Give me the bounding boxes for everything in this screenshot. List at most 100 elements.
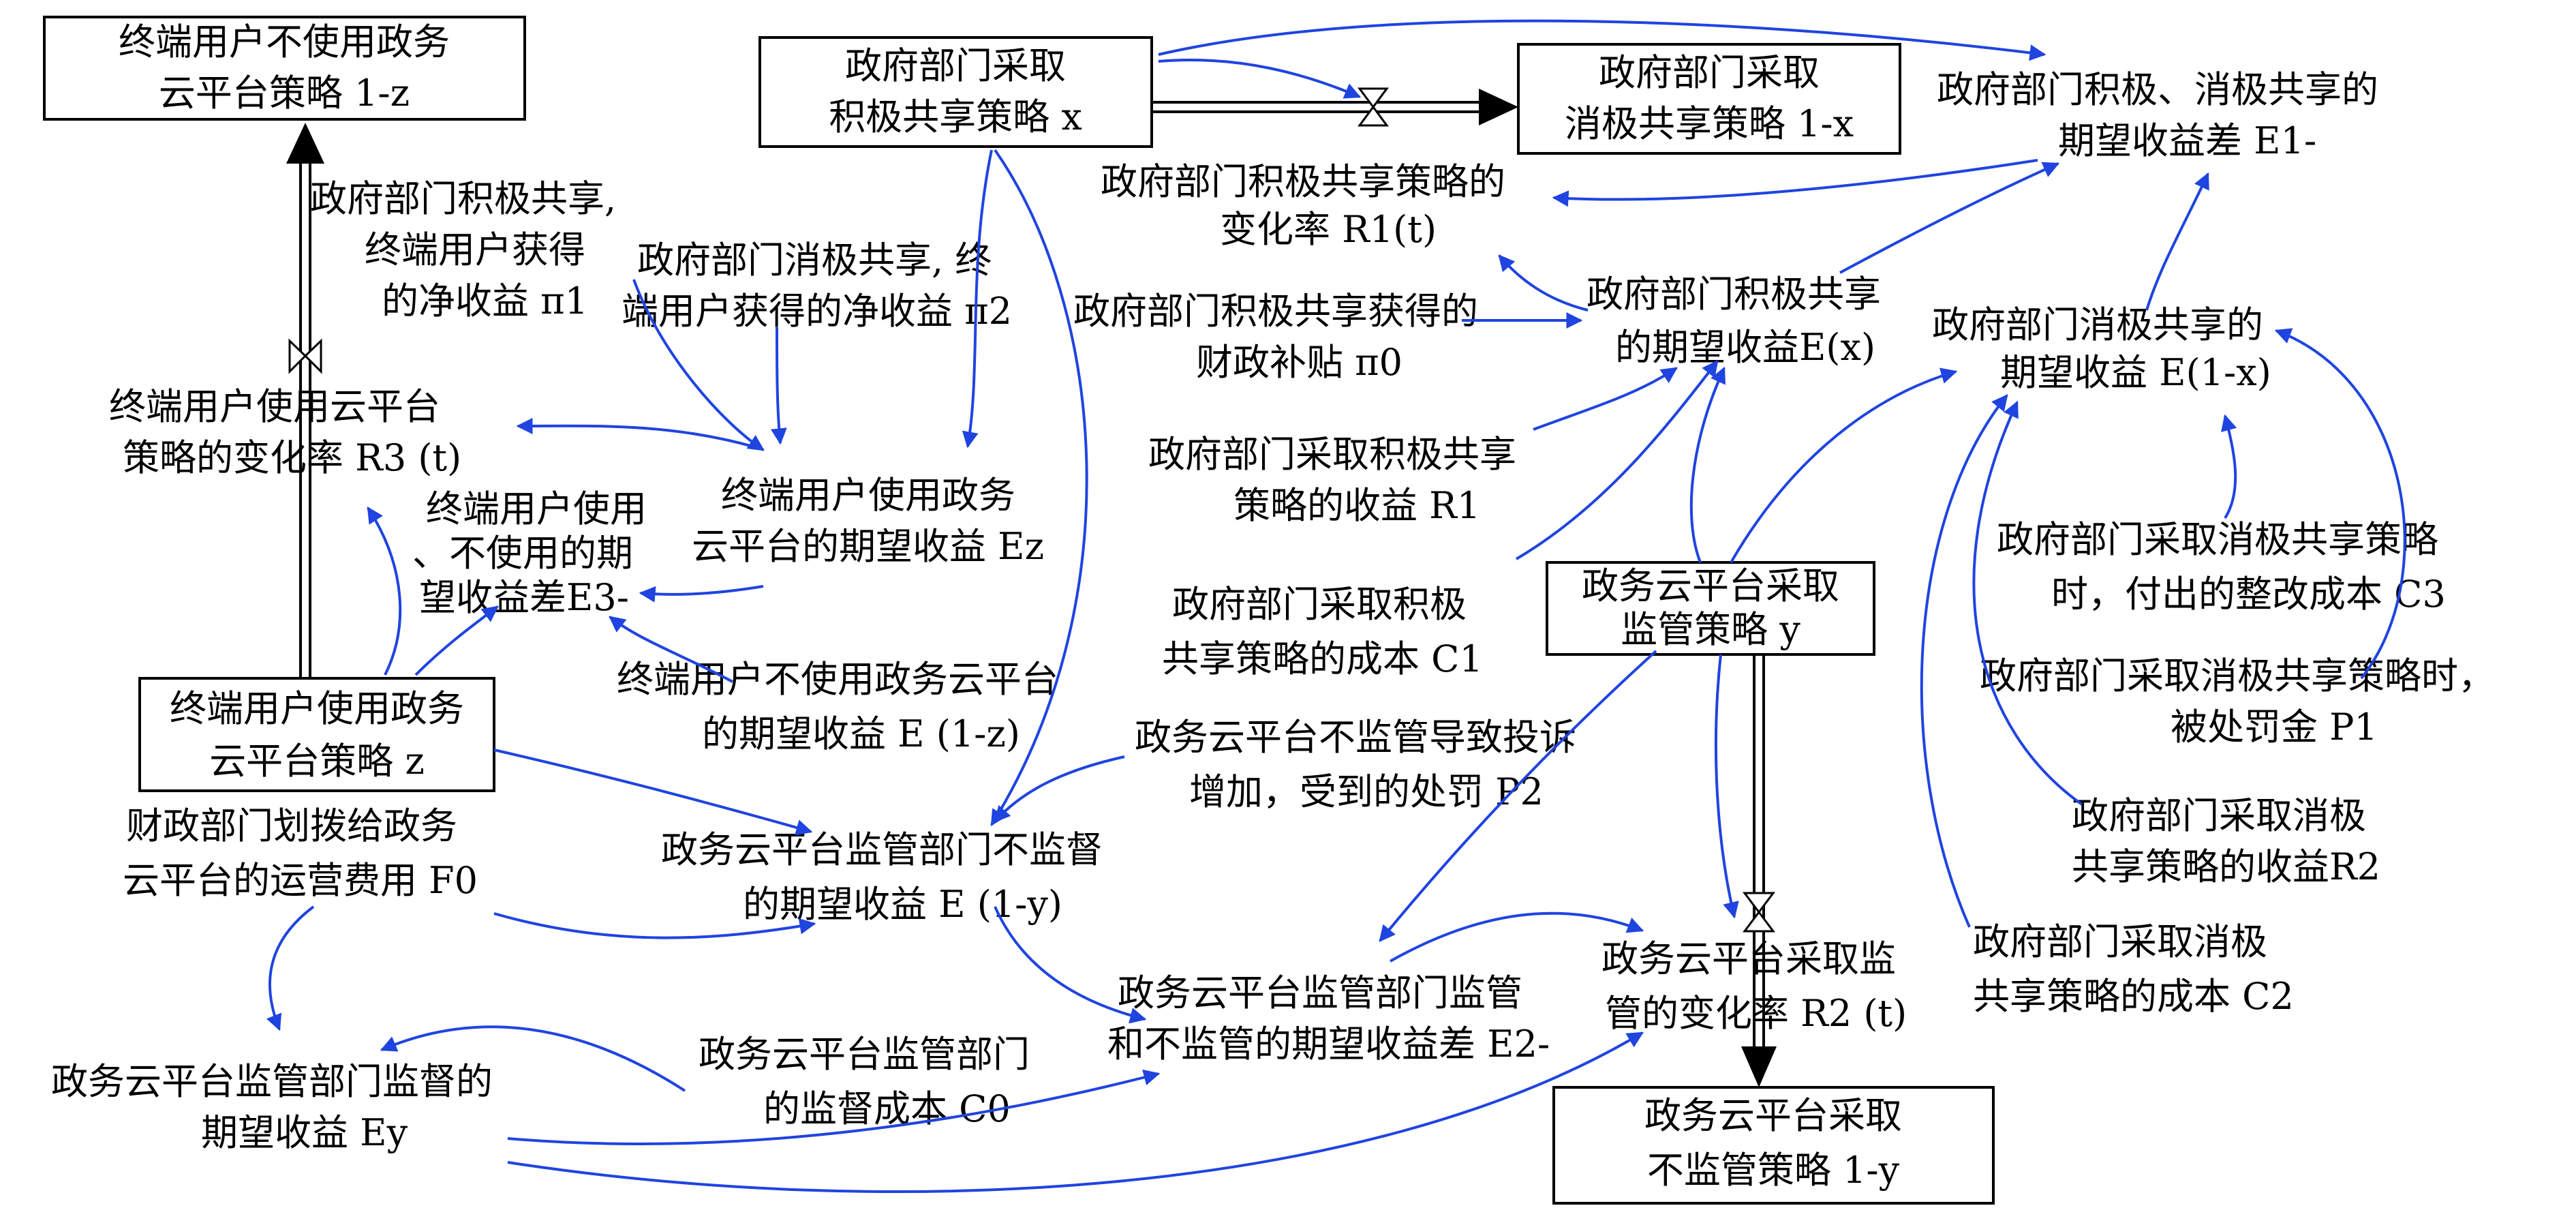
flow-gov — [1152, 87, 1518, 127]
svg-text:云平台的运营费用 F0: 云平台的运营费用 F0 — [123, 859, 478, 902]
svg-text:终端用户获得: 终端用户获得 — [365, 228, 585, 271]
svg-text:政府部门采取消极共享策略时，: 政府部门采取消极共享策略时， — [1980, 654, 2495, 697]
label-user-gain-active: 政府部门积极共享, 终端用户获得 的净收益 π1 — [310, 177, 616, 322]
svg-text:消极共享策略 1-x: 消极共享策略 1-x — [1565, 102, 1854, 145]
svg-text:政府部门采取消极: 政府部门采取消极 — [1973, 920, 2267, 963]
svg-text:、不使用的期: 、不使用的期 — [412, 532, 633, 575]
svg-text:被处罚金 P1: 被处罚金 P1 — [2171, 706, 2378, 749]
svg-text:政府部门积极共享获得的: 政府部门积极共享获得的 — [1073, 290, 1478, 333]
label-user-exp-not: 终端用户不使用政务云平台 的期望收益 E (1-z) — [617, 658, 1058, 755]
svg-text:政府部门积极共享,: 政府部门积极共享, — [310, 177, 616, 220]
svg-text:政务云平台不监管导致投诉: 政务云平台不监管导致投诉 — [1135, 716, 1576, 759]
valve-user-icon — [288, 338, 322, 374]
svg-text:政务云平台采取监: 政务云平台采取监 — [1601, 937, 1896, 980]
svg-text:不监管策略 1-y: 不监管策略 1-y — [1647, 1149, 1900, 1192]
svg-text:政府部门采取消极: 政府部门采取消极 — [2072, 794, 2366, 837]
label-user-diff: 终端用户使用 、不使用的期 望收益差E3- — [412, 487, 647, 619]
label-gov-active-gain: 政府部门采取积极共享 策略的收益 R1 — [1148, 433, 1516, 527]
svg-text:策略的变化率 R3 (t): 策略的变化率 R3 (t) — [123, 436, 461, 479]
stock-user-not-use: 终端用户不使用政务 云平台策略 1-z — [43, 16, 526, 121]
svg-text:终端用户使用政务: 终端用户使用政务 — [721, 474, 1015, 517]
label-gov-passive-cost: 政府部门采取消极 共享策略的成本 C2 — [1973, 920, 2294, 1018]
svg-text:和不监管的期望收益差 E2-: 和不监管的期望收益差 E2- — [1107, 1023, 1550, 1066]
svg-text:的净收益 π1: 的净收益 π1 — [382, 280, 588, 322]
svg-text:共享策略的成本 C2: 共享策略的成本 C2 — [1973, 975, 2294, 1018]
label-complaint-penalty: 政务云平台不监管导致投诉 增加，受到的处罚 P2 — [1135, 716, 1576, 813]
label-platform-exp-not: 政务云平台监管部门不监督 的期望收益 E (1-y) — [661, 828, 1103, 926]
svg-text:终端用户使用云平台: 终端用户使用云平台 — [109, 385, 440, 428]
valve-gov-icon — [1358, 87, 1389, 127]
label-gov-active-cost: 政府部门采取积极 共享策略的成本 C1 — [1162, 583, 1483, 680]
label-platform-exp-sup: 政务云平台监管部门监督的 期望收益 Ey — [51, 1060, 493, 1154]
label-finance-fee: 财政部门划拨给政务 云平台的运营费用 F0 — [123, 804, 478, 902]
svg-text:云平台策略 1-z: 云平台策略 1-z — [159, 72, 410, 115]
svg-text:政府部门消极共享, 终: 政府部门消极共享, 终 — [637, 239, 992, 282]
stock-user-use: 终端用户使用政务 云平台策略 z — [138, 677, 495, 792]
svg-text:政府部门采取积极共享: 政府部门采取积极共享 — [1148, 433, 1516, 476]
svg-text:管的变化率 R2 (t): 管的变化率 R2 (t) — [1605, 992, 1907, 1035]
svg-text:政务云平台监管部门: 政务云平台监管部门 — [699, 1033, 1030, 1076]
svg-text:的期望收益 E (1-y): 的期望收益 E (1-y) — [743, 883, 1062, 926]
stock-gov-passive: 政府部门采取 消极共享策略 1-x — [1517, 43, 1901, 155]
label-gov-rate: 政府部门积极共享策略的 变化率 R1(t) — [1101, 160, 1505, 251]
svg-text:期望收益 Ey: 期望收益 Ey — [201, 1111, 408, 1154]
svg-text:共享策略的收益R2: 共享策略的收益R2 — [2072, 845, 2380, 888]
svg-text:时，付出的整改成本 C3: 时，付出的整改成本 C3 — [2051, 573, 2446, 616]
svg-text:政务云平台监管部门监管: 政务云平台监管部门监管 — [1118, 971, 1522, 1014]
svg-text:端用户获得的净收益 π2: 端用户获得的净收益 π2 — [622, 290, 1012, 333]
svg-text:政府部门消极共享的: 政府部门消极共享的 — [1932, 303, 2263, 346]
label-rectify-cost: 政府部门采取消极共享策略 时，付出的整改成本 C3 — [1997, 518, 2446, 616]
svg-text:政府部门采取: 政府部门采取 — [845, 44, 1066, 87]
stock-platform-not-supervise: 政务云平台采取 不监管策略 1-y — [1552, 1086, 1995, 1205]
svg-text:政府部门采取消极共享策略: 政府部门采取消极共享策略 — [1997, 518, 2438, 561]
svg-text:政府部门采取积极: 政府部门采取积极 — [1172, 583, 1467, 626]
svg-text:期望收益差 E1-: 期望收益差 E1- — [2058, 119, 2316, 162]
svg-text:策略的收益 R1: 策略的收益 R1 — [1233, 484, 1480, 527]
svg-text:财政部门划拨给政务: 财政部门划拨给政务 — [126, 804, 457, 847]
svg-text:终端用户使用: 终端用户使用 — [426, 487, 647, 530]
svg-text:期望收益 E(1-x): 期望收益 E(1-x) — [2000, 351, 2271, 394]
svg-text:望收益差E3-: 望收益差E3- — [419, 576, 629, 619]
svg-text:的监督成本 C0: 的监督成本 C0 — [763, 1087, 1011, 1130]
label-gov-exp-active: 政府部门积极共享 的期望收益E(x) — [1586, 273, 1881, 369]
svg-text:积极共享策略 x: 积极共享策略 x — [829, 95, 1082, 138]
svg-text:政务云平台监管部门监督的: 政务云平台监管部门监督的 — [51, 1060, 493, 1103]
label-penalty-gov: 政府部门采取消极共享策略时， 被处罚金 P1 — [1980, 654, 2495, 749]
svg-text:监管策略 y: 监管策略 y — [1621, 608, 1800, 651]
svg-text:政府部门采取: 政府部门采取 — [1599, 51, 1820, 94]
label-gov-passive-gain: 政府部门采取消极 共享策略的收益R2 — [2072, 794, 2380, 888]
svg-text:变化率 R1(t): 变化率 R1(t) — [1220, 208, 1437, 251]
svg-text:政府部门积极共享: 政府部门积极共享 — [1586, 273, 1881, 316]
svg-text:政府部门积极共享策略的: 政府部门积极共享策略的 — [1101, 160, 1505, 203]
svg-text:增加，受到的处罚 P2: 增加，受到的处罚 P2 — [1189, 770, 1544, 813]
svg-text:终端用户使用政务: 终端用户使用政务 — [170, 687, 464, 730]
svg-text:共享策略的成本 C1: 共享策略的成本 C1 — [1162, 637, 1483, 680]
svg-text:终端用户不使用政务: 终端用户不使用政务 — [119, 20, 450, 63]
label-supervise-cost: 政务云平台监管部门 的监督成本 C0 — [699, 1033, 1030, 1130]
stock-gov-active: 政府部门采取 积极共享策略 x — [758, 36, 1153, 148]
svg-text:政务云平台采取: 政务云平台采取 — [1644, 1094, 1902, 1137]
svg-text:云平台的期望收益 Ez: 云平台的期望收益 Ez — [692, 525, 1044, 568]
svg-text:财政补贴 π0: 财政补贴 π0 — [1196, 341, 1402, 384]
svg-text:政务云平台采取: 政务云平台采取 — [1582, 564, 1839, 607]
flow-user — [286, 123, 324, 678]
svg-text:云平台策略 z: 云平台策略 z — [209, 740, 425, 783]
valve-platform-icon — [1743, 892, 1775, 933]
svg-text:终端用户不使用政务云平台: 终端用户不使用政务云平台 — [617, 658, 1058, 701]
svg-text:的期望收益E(x): 的期望收益E(x) — [1615, 326, 1875, 369]
label-subsidy: 政府部门积极共享获得的 财政补贴 π0 — [1073, 290, 1478, 384]
label-platform-rate: 政务云平台采取监 管的变化率 R2 (t) — [1601, 937, 1907, 1035]
label-platform-diff: 政务云平台监管部门监管 和不监管的期望收益差 E2- — [1107, 971, 1550, 1066]
causal-links — [266, 19, 2406, 1193]
label-user-gain-passive: 政府部门消极共享, 终 端用户获得的净收益 π2 — [622, 239, 1012, 333]
svg-text:政府部门积极、消极共享的: 政府部门积极、消极共享的 — [1937, 68, 2378, 111]
flow-platform — [1741, 654, 1777, 1087]
stock-platform-supervise: 政务云平台采取 监管策略 y — [1546, 561, 1875, 656]
label-gov-diff: 政府部门积极、消极共享的 期望收益差 E1- — [1937, 68, 2378, 162]
label-user-rate: 终端用户使用云平台 策略的变化率 R3 (t) — [109, 385, 461, 479]
svg-text:的期望收益 E (1-z): 的期望收益 E (1-z) — [702, 712, 1020, 755]
svg-text:政务云平台监管部门不监督: 政务云平台监管部门不监督 — [661, 828, 1103, 871]
label-gov-exp-passive: 政府部门消极共享的 期望收益 E(1-x) — [1932, 303, 2271, 394]
label-user-exp-use: 终端用户使用政务 云平台的期望收益 Ez — [692, 474, 1044, 568]
